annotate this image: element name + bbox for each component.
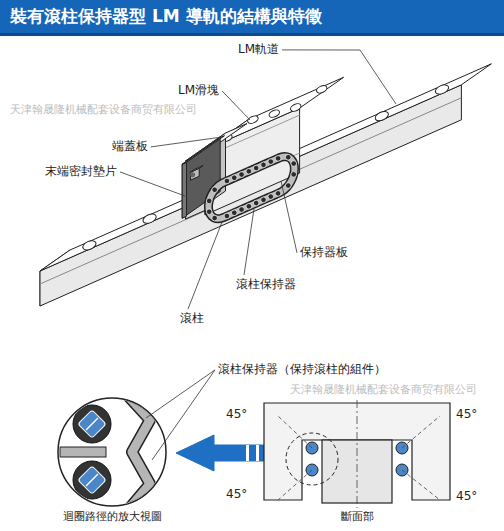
part-label: 末端密封墊片 xyxy=(45,165,117,179)
cage-profile xyxy=(128,396,150,510)
roller xyxy=(239,172,245,178)
leader-line xyxy=(152,370,215,460)
center-line xyxy=(357,400,358,508)
roller xyxy=(246,203,252,209)
nipple-tip xyxy=(190,172,195,177)
roller xyxy=(224,178,230,184)
angle-label: 45° xyxy=(456,490,477,504)
cage-profile-outline xyxy=(128,396,150,510)
roller xyxy=(285,183,291,189)
cage-bar xyxy=(60,447,106,457)
part-label: LM滑塊 xyxy=(178,84,219,98)
roller xyxy=(261,162,267,168)
detail-circle xyxy=(286,433,338,485)
part-label: 滾柱保持器 xyxy=(236,278,296,292)
roller xyxy=(212,215,218,221)
roller xyxy=(291,172,297,178)
bolt-hole xyxy=(289,102,302,112)
leader-line xyxy=(222,91,250,120)
leader-line xyxy=(120,172,185,196)
roller xyxy=(231,210,237,216)
leader-line xyxy=(146,370,215,418)
bolt-hole xyxy=(81,239,97,252)
angle-line xyxy=(402,470,440,500)
rail-top-face xyxy=(40,64,491,271)
roller xyxy=(224,213,230,219)
bolt-hole xyxy=(142,212,158,225)
roller-cage xyxy=(208,157,294,219)
angle-line xyxy=(402,416,440,448)
angle-line xyxy=(278,470,312,500)
bolt-hole xyxy=(268,108,281,118)
leader-line xyxy=(151,137,222,147)
view-caption: 迴圈路徑的放大視圖 xyxy=(63,511,162,524)
roller xyxy=(246,168,252,174)
roller-highlight xyxy=(86,474,98,486)
roller-ring xyxy=(73,461,111,499)
angle-label: 45° xyxy=(456,408,477,422)
bolt-hole xyxy=(315,84,328,94)
angle-label: 45° xyxy=(226,488,247,502)
angle-label: 45° xyxy=(226,408,247,422)
title: 裝有滾柱保持器型 LM 導軌的結構與特徵 xyxy=(10,7,322,27)
roller xyxy=(239,207,245,213)
roller xyxy=(285,154,291,160)
roller-highlight xyxy=(86,418,98,430)
angle-line xyxy=(278,416,312,448)
roller xyxy=(275,156,281,162)
roller xyxy=(261,197,267,203)
roller-ring xyxy=(73,405,111,443)
rail-front-face xyxy=(40,85,461,306)
part-label: 滾柱 xyxy=(180,312,204,326)
roller-cage-outline xyxy=(208,157,294,219)
part-label: LM軌道 xyxy=(238,43,279,57)
end-seal-end-face xyxy=(182,138,220,219)
roller xyxy=(268,194,274,200)
watermark: 天津翰晟隆机械配套设备商贸有限公司 xyxy=(10,104,197,117)
part-label: 端蓋板 xyxy=(112,140,148,154)
roller xyxy=(253,200,259,206)
roller xyxy=(212,187,218,193)
leader-line xyxy=(188,222,222,309)
bolt-hole xyxy=(434,83,450,96)
roller xyxy=(206,198,212,204)
leader-line xyxy=(282,50,396,104)
roller xyxy=(206,209,212,215)
end-seal-front-face xyxy=(182,162,186,218)
bolt-hole xyxy=(247,115,260,125)
roller-section xyxy=(78,410,106,438)
roller xyxy=(253,165,259,171)
leader-line xyxy=(281,181,297,253)
bolt-hole xyxy=(374,110,390,123)
magnified-circle xyxy=(58,398,166,506)
roller-section xyxy=(78,466,106,494)
roller xyxy=(291,161,297,167)
part-label: 保持器板 xyxy=(300,246,348,260)
leader-line xyxy=(244,209,254,275)
watermark: 天津翰晟隆机械配套设备商贸有限公司 xyxy=(290,384,477,397)
view-arrow xyxy=(176,435,270,471)
view-caption: 斷面部 xyxy=(341,511,374,524)
grease-nipple-top-face xyxy=(191,166,204,173)
roller xyxy=(268,159,274,165)
roller xyxy=(275,191,281,197)
magnified-view xyxy=(60,396,150,510)
arrow-stripe xyxy=(246,445,249,461)
part-label: 滾柱保持器（保持滾柱的組件） xyxy=(218,363,386,377)
arrow-stripe xyxy=(256,445,259,461)
roller xyxy=(231,175,237,181)
